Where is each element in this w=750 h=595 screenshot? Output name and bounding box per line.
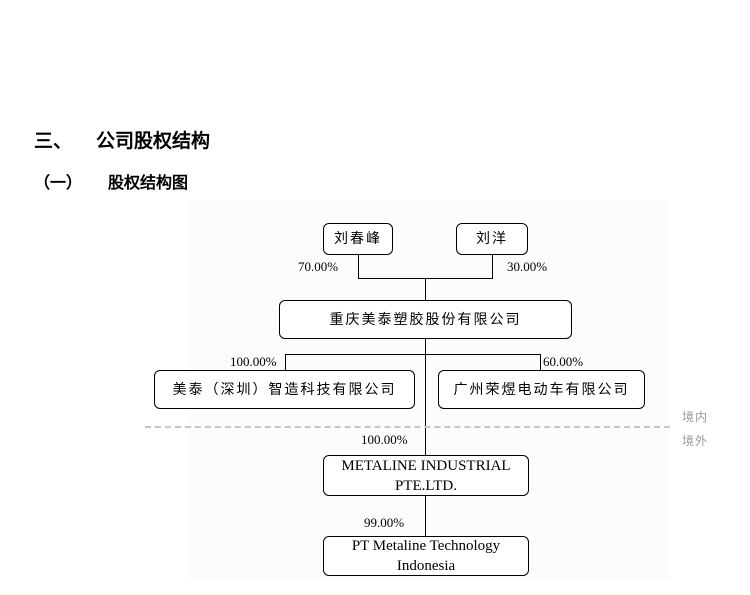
overseas-label: 境外 bbox=[682, 434, 709, 448]
connector-line bbox=[492, 255, 493, 278]
section-title: 公司股权结构 bbox=[96, 130, 211, 152]
share-percent: 100.00% bbox=[230, 354, 277, 369]
shareholder-name: 刘洋 bbox=[476, 231, 508, 247]
connector-line bbox=[425, 339, 426, 455]
share-percent: 60.00% bbox=[543, 354, 584, 369]
connector-line bbox=[425, 278, 426, 300]
subsidiary-name: 广州荣煜电动车有限公司 bbox=[453, 381, 630, 398]
share-percent: 99.00% bbox=[364, 515, 405, 530]
indonesia-subsidiary-box: PT Metaline Technology Indonesia bbox=[323, 536, 529, 576]
subsidiary-box-shenzhen: 美泰（深圳）智造科技有限公司 bbox=[154, 370, 415, 409]
connector-line bbox=[540, 354, 541, 370]
connector-line bbox=[358, 255, 359, 278]
share-percent: 100.00% bbox=[361, 432, 408, 447]
shareholder-box-liu-yang: 刘洋 bbox=[456, 223, 528, 255]
subsection-title: 股权结构图 bbox=[108, 173, 189, 192]
shareholder-box-liu-chunfeng: 刘春峰 bbox=[323, 223, 393, 255]
connector-line bbox=[285, 354, 540, 355]
subsidiary-name: 美泰（深圳）智造科技有限公司 bbox=[172, 381, 397, 398]
section-number: 三、 bbox=[34, 130, 73, 152]
shareholder-name: 刘春峰 bbox=[334, 231, 382, 247]
share-percent: 70.00% bbox=[298, 259, 339, 274]
domestic-overseas-divider bbox=[145, 426, 670, 428]
share-percent: 30.00% bbox=[507, 259, 548, 274]
company-name-line2: Indonesia bbox=[396, 558, 456, 574]
connector-line bbox=[285, 354, 286, 370]
parent-company-name: 重庆美泰塑胶股份有限公司 bbox=[329, 311, 522, 328]
parent-company-box: 重庆美泰塑胶股份有限公司 bbox=[279, 300, 572, 339]
company-name-line2: PTE.LTD. bbox=[395, 477, 457, 494]
connector-line bbox=[425, 496, 426, 536]
company-name-line1: PT Metaline Technology bbox=[351, 538, 501, 554]
company-name-line1: METALINE INDUSTRIAL bbox=[341, 457, 511, 474]
subsection-number: （一） bbox=[34, 173, 83, 192]
subsidiary-box-guangzhou: 广州荣煜电动车有限公司 bbox=[438, 370, 645, 409]
overseas-subsidiary-box: METALINE INDUSTRIAL PTE.LTD. bbox=[323, 455, 529, 496]
domestic-label: 境内 bbox=[682, 410, 709, 424]
